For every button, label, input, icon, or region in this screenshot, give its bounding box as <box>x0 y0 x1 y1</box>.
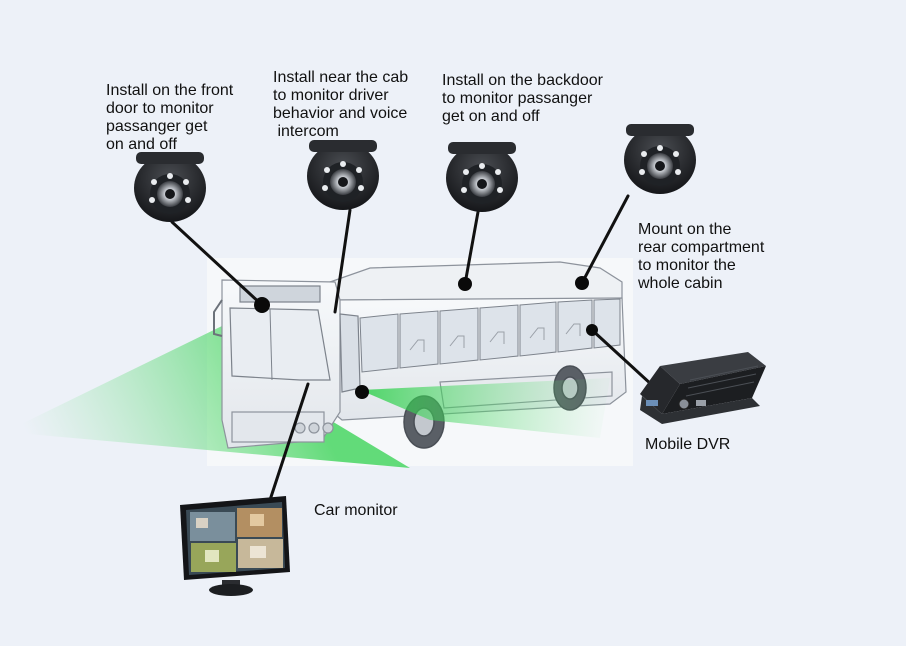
anchor-cab-interior <box>355 385 369 399</box>
cab-camera-coverage <box>360 378 610 438</box>
callout-line: to monitor passanger <box>442 90 593 107</box>
leader-lines <box>170 194 654 502</box>
leader-driver-cab <box>333 208 352 314</box>
anchor-front-door <box>254 297 270 313</box>
anchor-back-door <box>458 277 472 291</box>
leader-rear <box>580 194 630 285</box>
callout-line: to monitor the <box>638 257 736 274</box>
leader-dvr <box>590 328 654 387</box>
back-door-callout: Install on the backdoor to monitor passa… <box>442 72 603 126</box>
front-door-callout: Install on the front door to monitor pas… <box>106 82 233 154</box>
anchor-rear <box>575 276 589 290</box>
bus-illustration <box>213 261 627 449</box>
callout-line: Mount on the <box>638 221 732 238</box>
anchor-dvr <box>586 324 598 336</box>
monitor-label: Car monitor <box>314 502 398 519</box>
callout-line: rear compartment <box>638 239 765 256</box>
callout-line: whole cabin <box>638 275 723 292</box>
dome-camera-icon <box>307 140 379 210</box>
callout-line: behavior and voice <box>273 105 408 122</box>
dvr-label: Mobile DVR <box>645 436 731 453</box>
callout-line: to monitor driver <box>273 87 389 104</box>
callout-line: on and off <box>106 136 177 153</box>
anchor-points <box>254 276 598 399</box>
leader-monitor <box>268 382 310 502</box>
dvr-icon <box>640 352 766 424</box>
dome-camera-icon <box>134 152 206 222</box>
callout-line: Install on the front <box>106 82 234 99</box>
callout-line: passanger get <box>106 118 208 135</box>
leader-front-door <box>170 220 264 307</box>
callout-line: get on and off <box>442 108 540 125</box>
callout-line: door to monitor <box>106 100 214 117</box>
callout-line: Install near the cab <box>273 69 409 86</box>
callout-line: Install on the backdoor <box>442 72 603 89</box>
rear-compartment-callout: Mount on the rear compartment to monitor… <box>638 221 764 293</box>
leader-back-door <box>463 210 480 286</box>
monitor-icon <box>180 496 290 596</box>
driver-cab-callout: Install near the cab to monitor driver b… <box>273 69 408 141</box>
dome-camera-icon <box>624 124 696 194</box>
callout-line: intercom <box>273 123 339 140</box>
dome-camera-icon <box>446 142 518 212</box>
